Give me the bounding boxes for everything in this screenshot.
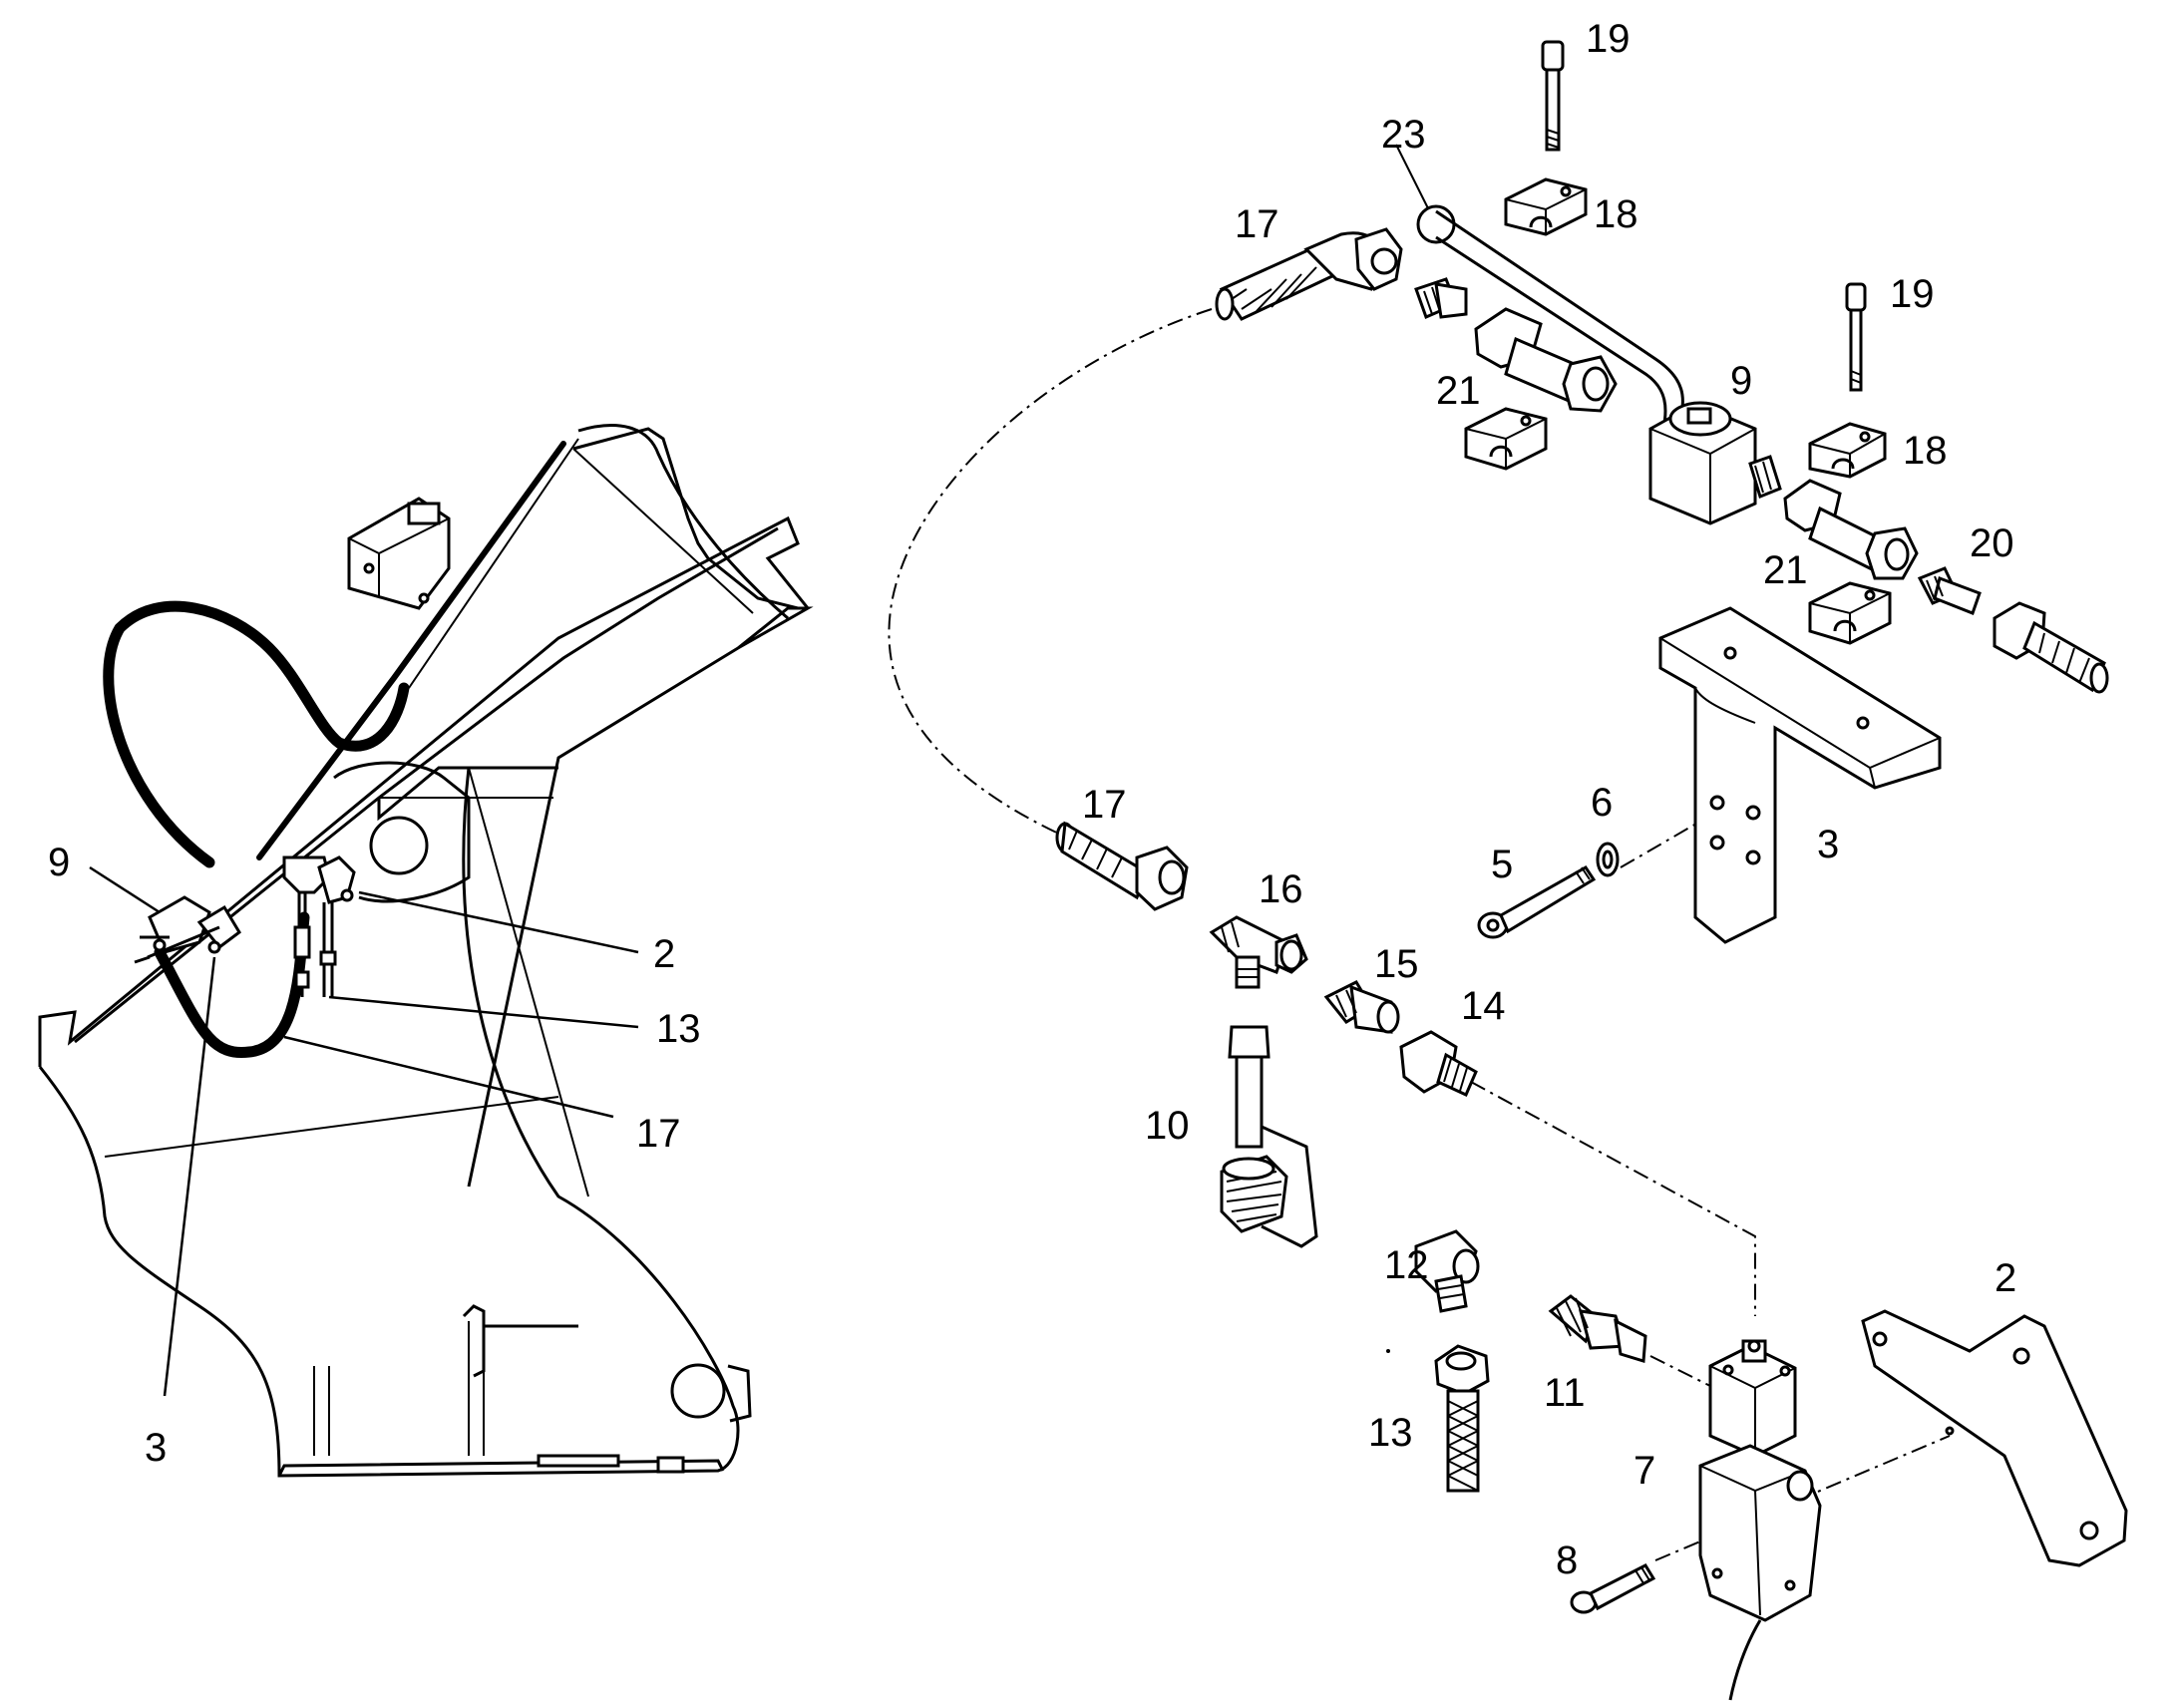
route-11-to-7 — [1649, 1355, 1711, 1387]
boom-diagonal — [572, 448, 754, 614]
arm-body — [38, 767, 740, 1478]
arm-pivot-tab — [727, 1364, 752, 1423]
callout-12: 12 — [1384, 1243, 1429, 1287]
part-17-hose-lower — [1055, 821, 1189, 911]
leader-left-9 — [89, 865, 161, 914]
callout-19-right: 19 — [1890, 272, 1935, 316]
arm-plate — [313, 1316, 485, 1456]
callout-16: 16 — [1259, 867, 1303, 911]
callout-left-2: 2 — [653, 932, 675, 976]
part-21-union-right — [1783, 479, 1919, 580]
boom-hose-loop — [103, 600, 410, 868]
callout-10: 10 — [1145, 1104, 1190, 1148]
part-10-valve — [1220, 1025, 1318, 1248]
callout-2-right: 2 — [1995, 1256, 2016, 1300]
leader-left-2 — [358, 890, 639, 954]
callout-left-3: 3 — [145, 1426, 167, 1470]
boom-hose-rail — [256, 441, 566, 860]
left-valve-assembly — [134, 895, 241, 964]
callout-6: 6 — [1591, 781, 1613, 825]
part-3-bracket — [1658, 606, 1942, 944]
arm-base-block — [656, 1456, 685, 1474]
left-manifold — [282, 855, 356, 997]
callout-3-right: 3 — [1817, 823, 1839, 866]
callout-9-right: 9 — [1730, 359, 1752, 403]
callout-20: 20 — [1970, 521, 2014, 565]
part-19-bolt-top — [1541, 40, 1565, 152]
part-18-clamp-right — [1808, 422, 1887, 479]
boom-pivot-hole — [369, 816, 429, 875]
arm-inner-line — [104, 1096, 559, 1158]
boom-hose-rail-2 — [408, 438, 579, 689]
part-21-union-top — [1474, 307, 1618, 413]
exploded-view: 19 23 18 17 19 9 21 18 20 21 17 6 3 5 16… — [888, 17, 2128, 1701]
part-17-hose-top — [1215, 227, 1403, 321]
part-16-tee — [1209, 915, 1308, 989]
callout-7: 7 — [1634, 1449, 1655, 1493]
callout-13-right: 13 — [1368, 1411, 1413, 1455]
stray-dot — [1386, 1349, 1390, 1353]
part-11-fitting — [1548, 1294, 1647, 1363]
part-12-elbow — [1414, 1229, 1480, 1313]
part-20-fitting — [1917, 566, 1982, 615]
part-18-clamp-left — [1464, 407, 1548, 471]
leader-left-17 — [283, 1035, 614, 1119]
boom-arm-right — [468, 767, 589, 1197]
part-2-plate — [1861, 1309, 2128, 1567]
arm-base-slot — [537, 1454, 620, 1468]
part-8-screw — [1570, 1563, 1656, 1614]
boom-hose-lower — [154, 911, 310, 1059]
boom-upper-edge — [74, 526, 779, 1044]
callout-left-13: 13 — [656, 1007, 701, 1051]
part-14-fitting — [1399, 1030, 1478, 1098]
callout-left-9: 9 — [48, 841, 70, 884]
machine-overview: 9 2 13 17 3 — [38, 424, 814, 1478]
part-5-bolt — [1477, 865, 1597, 939]
callout-14: 14 — [1461, 984, 1506, 1028]
callout-23: 23 — [1381, 113, 1426, 157]
part-18-clamp-lower — [1808, 581, 1892, 645]
callout-17-top: 17 — [1235, 202, 1279, 246]
leader-left-13 — [328, 995, 639, 1029]
part-15-fitting — [1323, 980, 1400, 1034]
callout-21-top: 21 — [1436, 369, 1481, 413]
part-19-bolt-right — [1845, 282, 1867, 392]
callout-left-17: 17 — [636, 1112, 681, 1156]
callout-18-right: 18 — [1903, 429, 1948, 473]
arm-pivot-plate — [377, 766, 558, 822]
part-fitting-small-top — [1414, 277, 1468, 320]
boom-top-plate — [572, 427, 799, 610]
callout-19-top: 19 — [1586, 17, 1631, 61]
callout-18-top: 18 — [1594, 192, 1638, 236]
callout-15: 15 — [1374, 942, 1419, 986]
route-14-to-7 — [1470, 1081, 1756, 1316]
arm-pivot-hole — [670, 1363, 726, 1419]
arm-bracket — [462, 1304, 578, 1378]
part-18-clamp-top — [1504, 177, 1588, 236]
hose-route-17 — [888, 308, 1213, 839]
part-9-valve-block — [1648, 401, 1782, 525]
callout-21-right: 21 — [1763, 548, 1808, 592]
callout-8: 8 — [1556, 1538, 1578, 1582]
boom-back-curve — [577, 424, 789, 620]
boom-mounted-box — [347, 497, 451, 610]
callout-17-lower: 17 — [1082, 783, 1127, 827]
route-6-to-3 — [1620, 812, 1716, 868]
route-23 — [1395, 144, 1432, 215]
part-6-washer — [1596, 842, 1620, 877]
callout-5: 5 — [1491, 843, 1513, 886]
callout-11: 11 — [1544, 1371, 1586, 1415]
arm-base — [277, 1459, 725, 1477]
part-13-hose — [1434, 1344, 1490, 1493]
boom-outline — [38, 515, 814, 1188]
part-7-solenoid — [1698, 1339, 1822, 1701]
leader-left-3 — [163, 956, 216, 1397]
part-hose-end-right — [1993, 601, 2109, 694]
